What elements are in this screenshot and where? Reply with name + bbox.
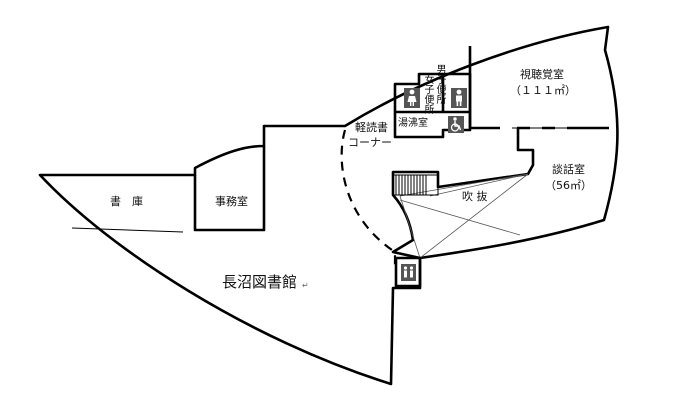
wheelchair-icon bbox=[448, 116, 464, 133]
paragraph-mark: ↵ bbox=[302, 281, 309, 290]
elevator-box bbox=[394, 256, 422, 288]
office-label: 事務室 bbox=[215, 195, 248, 208]
mens-wc-label: 男子便所 bbox=[434, 64, 445, 104]
stacks-label: 書 庫 bbox=[110, 195, 143, 208]
outer-wall bbox=[38, 25, 619, 386]
stacks-bottom-line bbox=[71, 227, 184, 233]
light-reading-label-1: 軽読書 bbox=[355, 121, 388, 134]
stairs bbox=[392, 174, 439, 196]
talk-room-area: （56㎡） bbox=[545, 179, 592, 192]
light-reading-label-2: コーナー bbox=[348, 136, 392, 149]
atrium-label: 吹 抜 bbox=[462, 190, 488, 203]
av-room-label: 視聴覚室 bbox=[520, 68, 564, 81]
reading-corner-boundary bbox=[340, 129, 397, 270]
av-room-wall bbox=[468, 46, 500, 130]
female-restroom-icon bbox=[404, 88, 420, 108]
male-restroom-icon bbox=[451, 88, 467, 108]
av-room-area: （１１１㎡） bbox=[510, 84, 576, 97]
kitchen-label: 湯沸室 bbox=[398, 118, 428, 129]
talk-room-label: 談話室 bbox=[552, 163, 585, 176]
atrium-wall bbox=[391, 128, 535, 260]
elevator-icon bbox=[401, 264, 416, 281]
womens-wc-label: 女子便所 bbox=[422, 74, 433, 114]
library-label: 長沼図書館 bbox=[222, 273, 298, 291]
atrium-cross bbox=[399, 173, 529, 259]
office-partition bbox=[193, 146, 266, 232]
